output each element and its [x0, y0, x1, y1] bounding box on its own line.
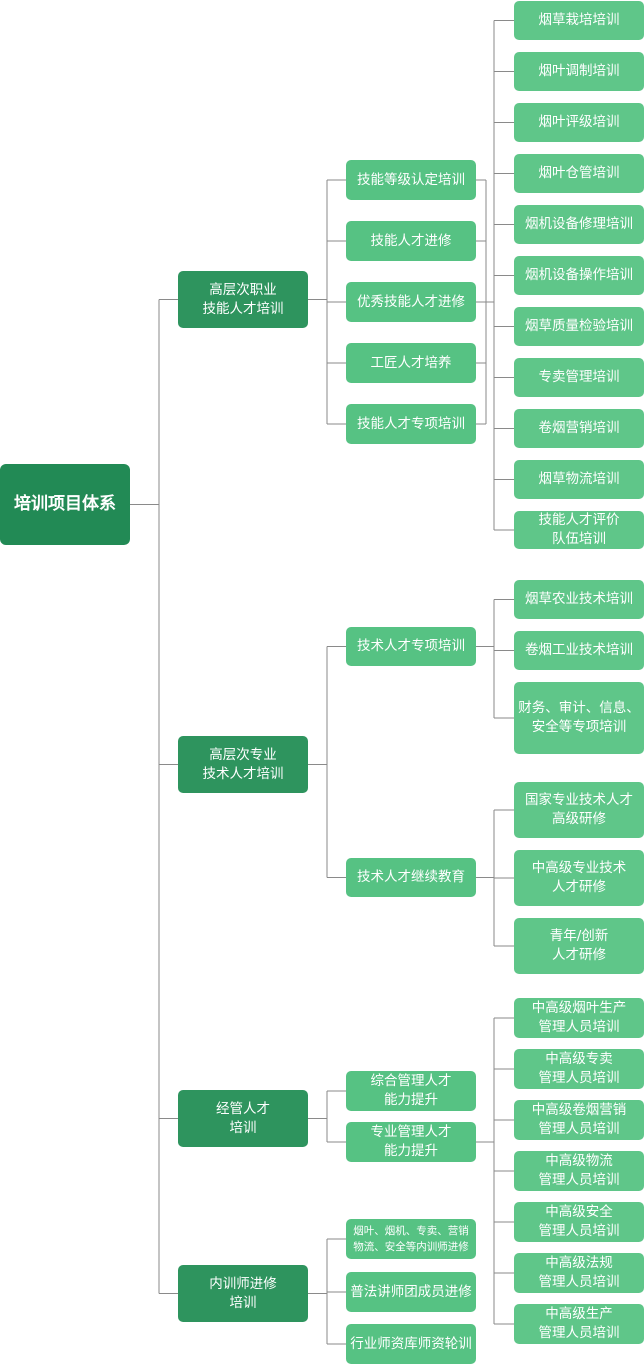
leaf-evaluator-team: 技能人才评价 队伍培训	[514, 511, 644, 549]
leaf-leaf-curing: 烟叶调制培训	[514, 52, 644, 91]
leaf-tobacco-logistics: 烟草物流培训	[514, 460, 644, 499]
leaf-mgmt-monopoly: 中高级专卖 管理人员培训	[514, 1049, 644, 1089]
leaf-leaf-grading: 烟叶评级培训	[514, 103, 644, 142]
leaf-mgmt-leaf-production: 中高级烟叶生产 管理人员培训	[514, 998, 644, 1038]
branch-professional-tech: 高层次专业 技术人才培训	[178, 736, 308, 793]
leaf-agri-tech: 烟草农业技术培训	[514, 580, 644, 619]
leaf-mgmt-production: 中高级生产 管理人员培训	[514, 1304, 644, 1344]
leaf-equipment-repair: 烟机设备修理培训	[514, 205, 644, 244]
node-skill-talent-special-training: 技能人才专项培训	[346, 404, 476, 444]
leaf-tobacco-cultivation: 烟草栽培培训	[514, 1, 644, 40]
leaf-mgmt-regulations: 中高级法规 管理人员培训	[514, 1253, 644, 1293]
node-professional-management: 专业管理人才 能力提升	[346, 1122, 476, 1162]
leaf-mgmt-marketing: 中高级卷烟营销 管理人员培训	[514, 1100, 644, 1140]
branch-vocational-skills: 高层次职业 技能人才培训	[178, 271, 308, 328]
root-node: 培训项目体系	[0, 464, 130, 545]
leaf-quality-inspection: 烟草质量检验培训	[514, 307, 644, 346]
node-legal-lecturer-study: 普法讲师团成员进修	[346, 1272, 476, 1312]
leaf-mid-senior-study: 中高级专业技术 人才研修	[514, 850, 644, 906]
leaf-mgmt-logistics: 中高级物流 管理人员培训	[514, 1151, 644, 1191]
leaf-finance-audit-info-safety: 财务、审计、信息、 安全等专项培训	[514, 682, 644, 754]
node-skill-talent-advanced-study: 技能人才进修	[346, 221, 476, 261]
node-general-management: 综合管理人才 能力提升	[346, 1071, 476, 1111]
leaf-monopoly-management: 专卖管理培训	[514, 358, 644, 397]
branch-management: 经管人才 培训	[178, 1090, 308, 1147]
branch-internal-trainers: 内训师进修 培训	[178, 1265, 308, 1322]
node-faculty-rotation-training: 行业师资库师资轮训	[346, 1324, 476, 1364]
node-outstanding-skill-talent-study: 优秀技能人才进修	[346, 282, 476, 322]
node-tech-talent-continuing-education: 技术人才继续教育	[346, 858, 476, 897]
leaf-leaf-warehousing: 烟叶仓管培训	[514, 154, 644, 193]
leaf-mgmt-safety: 中高级安全 管理人员培训	[514, 1202, 644, 1242]
leaf-national-advanced-study: 国家专业技术人才 高级研修	[514, 782, 644, 838]
node-skill-level-certification: 技能等级认定培训	[346, 160, 476, 200]
leaf-cigarette-marketing: 卷烟营销培训	[514, 409, 644, 448]
leaf-youth-innovation-study: 青年/创新 人才研修	[514, 918, 644, 974]
node-tech-talent-special-training: 技术人才专项培训	[346, 627, 476, 666]
leaf-equipment-operation: 烟机设备操作培训	[514, 256, 644, 295]
node-internal-trainer-study: 烟叶、烟机、专卖、营销 物流、安全等内训师进修	[346, 1219, 476, 1259]
node-craftsman-cultivation: 工匠人才培养	[346, 343, 476, 383]
leaf-industrial-tech: 卷烟工业技术培训	[514, 631, 644, 670]
